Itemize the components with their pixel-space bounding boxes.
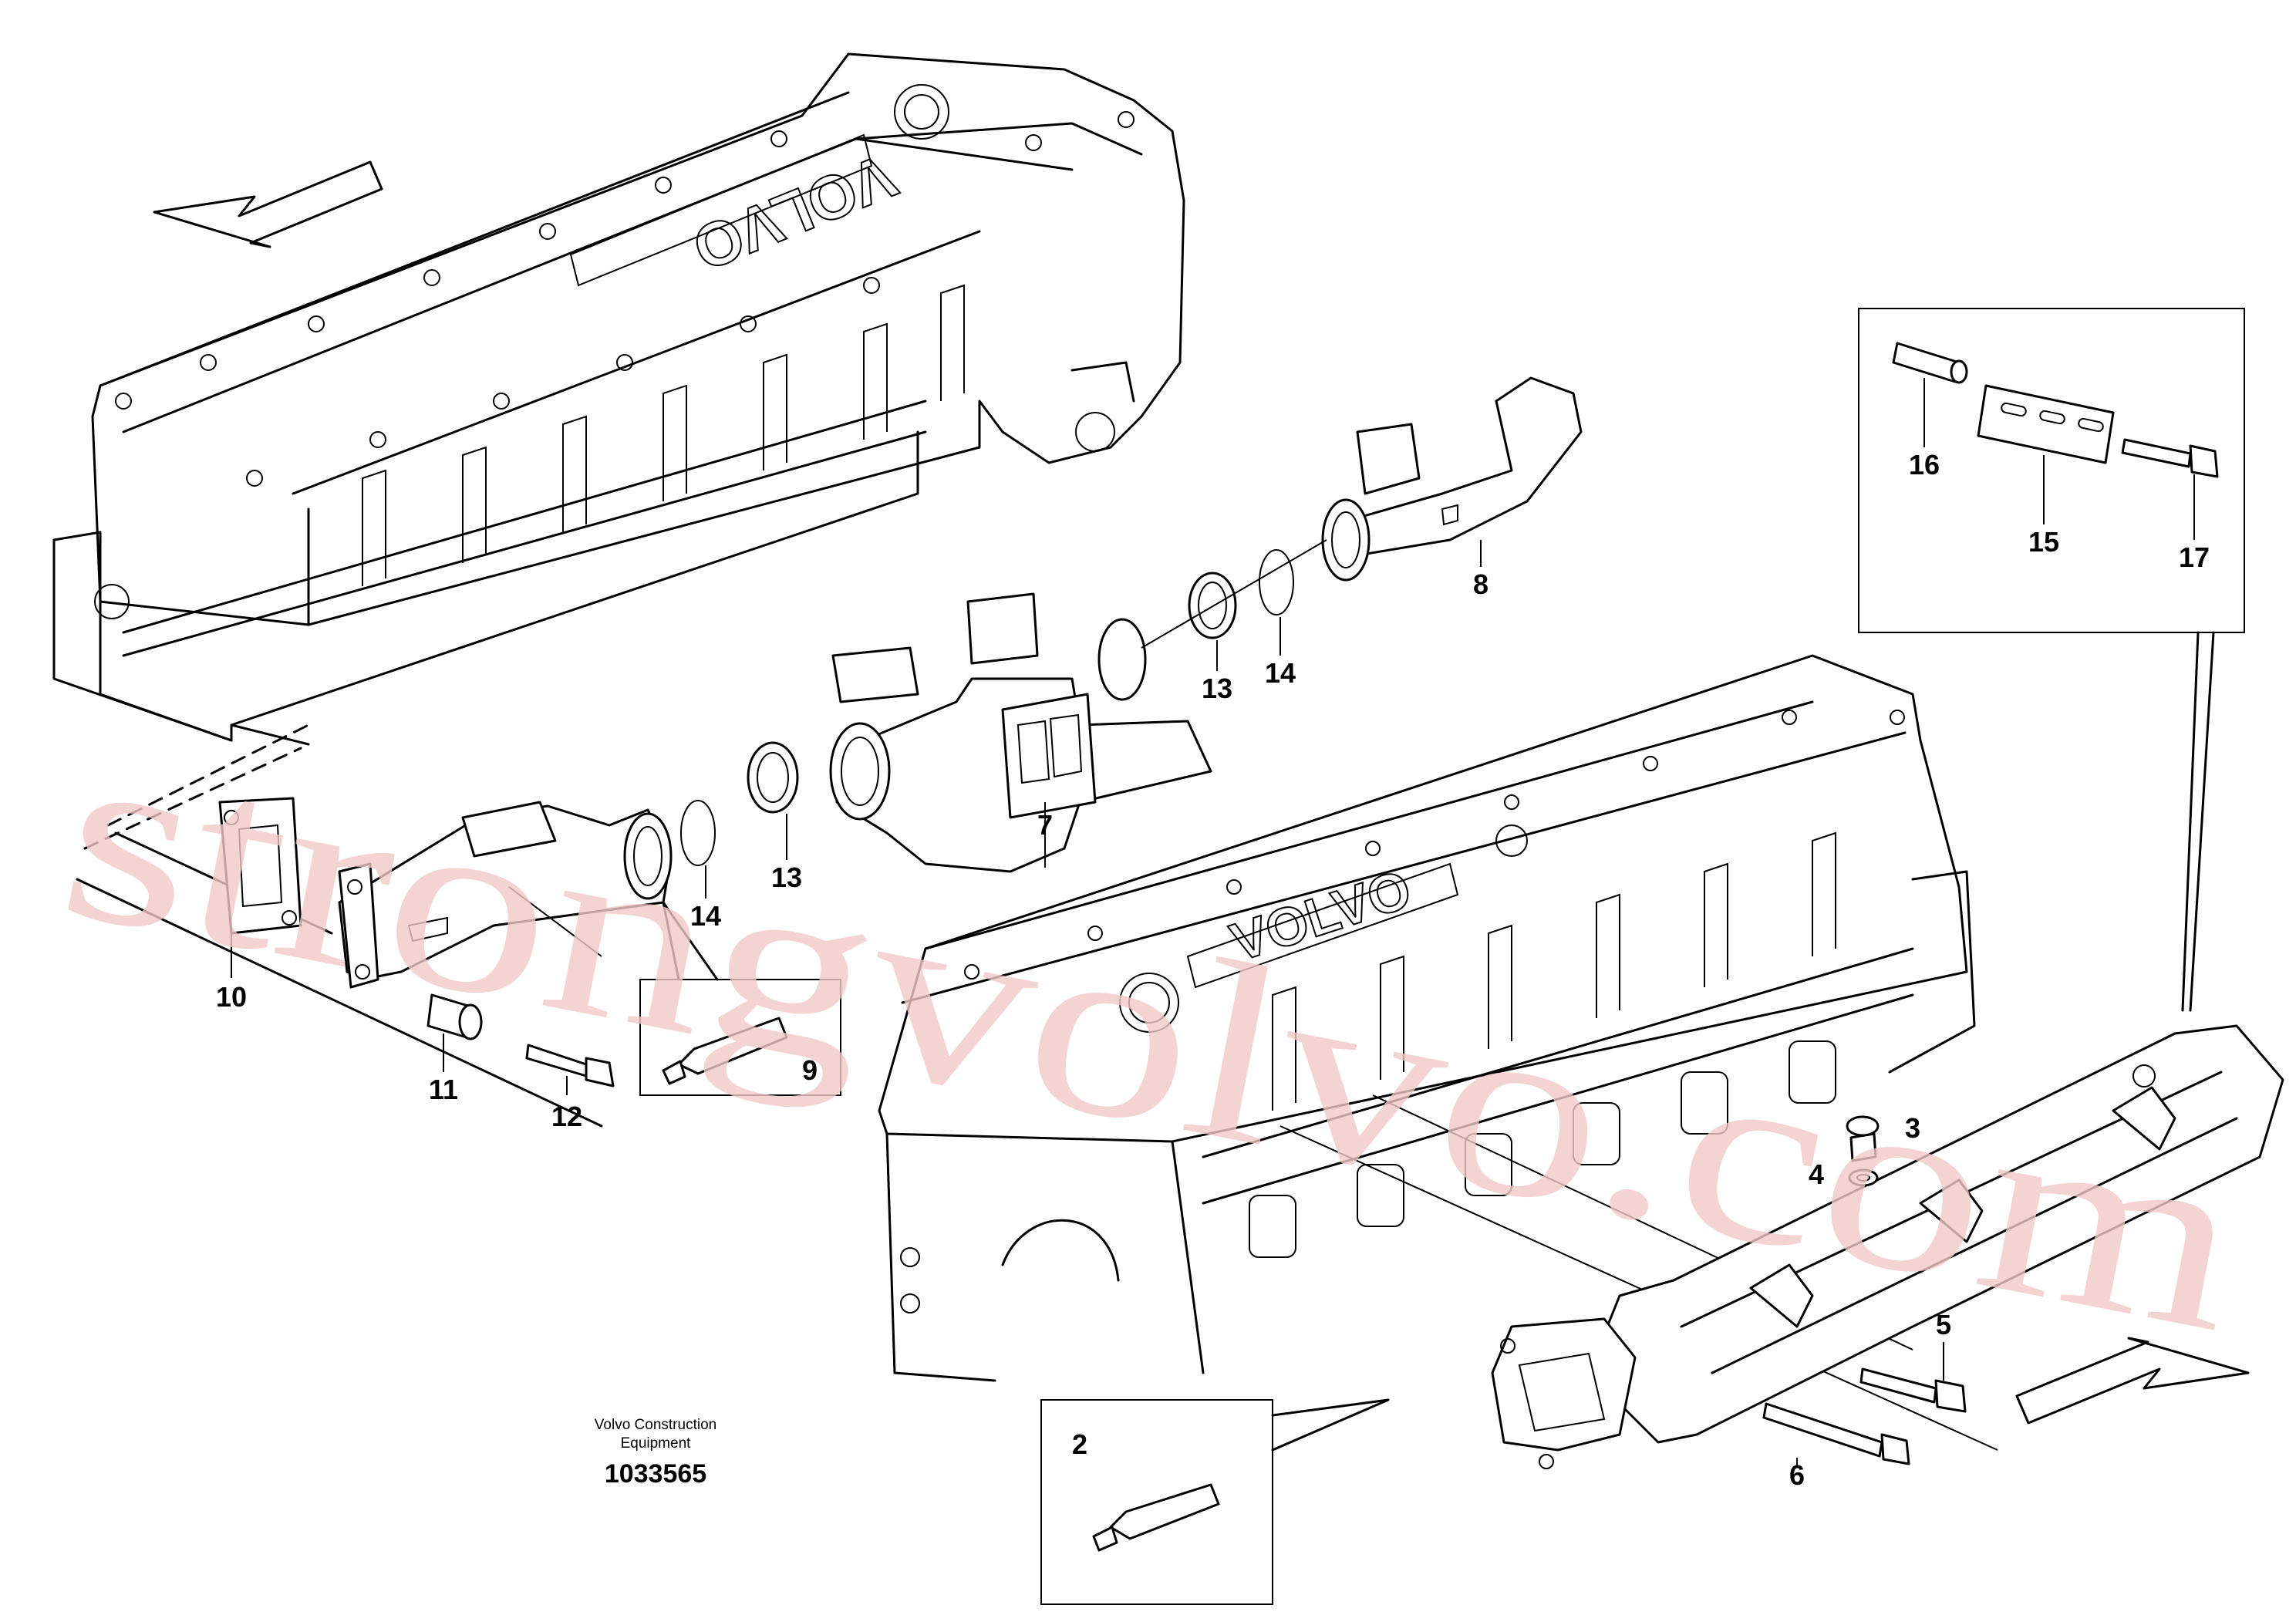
callout-13-lower: 13 <box>771 862 802 893</box>
direction-arrow-right <box>2015 1337 2250 1425</box>
leader-lines <box>231 378 2195 1465</box>
footer-company-line2: Equipment <box>621 1435 692 1452</box>
rear-manifold-section <box>1141 376 1583 649</box>
manifold-section-part-8 <box>1333 376 1583 557</box>
turbo-flange <box>1491 1317 1637 1452</box>
inset-heatshield-parts <box>1858 308 2245 1012</box>
callout-6: 6 <box>1789 1459 1805 1491</box>
direction-arrow-left <box>153 160 383 248</box>
callout-5: 5 <box>1936 1309 1951 1340</box>
middle-manifold-section <box>680 592 1212 873</box>
footer-drawing-number: 1033565 <box>605 1459 706 1489</box>
callout-15: 15 <box>2028 526 2059 558</box>
callout-4: 4 <box>1809 1158 1824 1190</box>
plate-part-15 <box>1977 384 2115 464</box>
gasket-part-10 <box>218 797 302 935</box>
callout-7: 7 <box>1037 809 1053 841</box>
ring-part-13-lower <box>747 741 799 814</box>
callout-14-upper: 14 <box>1265 657 1296 689</box>
bolt-part-6 <box>1762 1402 1883 1458</box>
callout-9: 9 <box>802 1054 818 1086</box>
footer-company-line1: Volvo Construction <box>595 1417 716 1433</box>
callout-16: 16 <box>1909 449 1940 481</box>
front-exhaust-manifold-section <box>76 723 673 1128</box>
ring-part-13-upper <box>1188 572 1237 639</box>
exhaust-manifold-body <box>1587 1024 2284 1444</box>
watermark-text: strongvolvo.com <box>43 688 2262 1385</box>
footer-block: Volvo Construction Equipment 1033565 <box>595 1417 716 1489</box>
bolt-part-5 <box>1859 1367 1937 1404</box>
callout-11: 11 <box>429 1074 458 1105</box>
callout-8: 8 <box>1473 568 1489 600</box>
callout-10: 10 <box>216 981 247 1013</box>
callout-3: 3 <box>1905 1112 1920 1144</box>
callout-17: 17 <box>2179 541 2210 573</box>
callout-12: 12 <box>551 1101 582 1132</box>
callout-13-upper: 13 <box>1202 673 1232 704</box>
washer-part-4 <box>1848 1168 1879 1187</box>
callout-2: 2 <box>1072 1428 1087 1460</box>
inset-sealant-part-2 <box>1040 1398 1390 1605</box>
callout-14-lower: 14 <box>690 900 721 932</box>
inset-sealant-part-9 <box>639 901 841 1096</box>
o-ring-part-14-lower <box>680 800 716 866</box>
o-ring-part-14-upper <box>1259 549 1294 615</box>
callout-labels: 2 3 4 5 6 7 8 9 10 11 12 13 13 14 14 15 … <box>216 449 2210 1491</box>
exhaust-manifold-assembly <box>1491 1024 2284 1469</box>
sleeve-part-16 <box>1892 342 1961 383</box>
bolt-part-17 <box>2121 438 2192 468</box>
